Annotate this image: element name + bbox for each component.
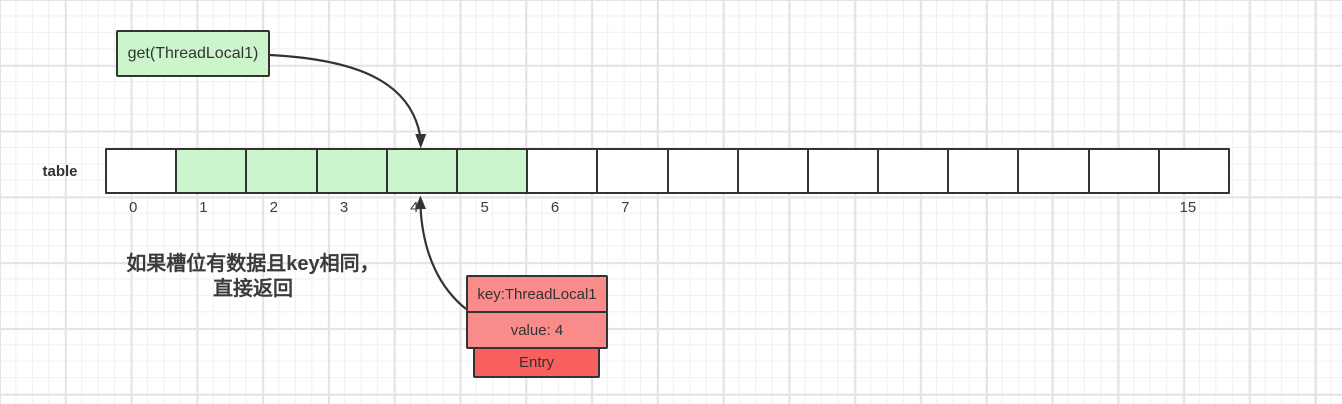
entry-key-label: key:ThreadLocal1: [477, 285, 597, 303]
table-cell-index-13: [1012, 199, 1082, 219]
get-call-label: get(ThreadLocal1): [127, 44, 259, 62]
table-cell-4: [387, 150, 458, 192]
table-label: table: [42, 163, 78, 180]
table-cell-0: [107, 150, 178, 192]
table-cell-index-1: 1: [199, 199, 208, 216]
annotation-note: 如果槽位有数据且key相同， 直接返回: [108, 252, 398, 302]
arrow-get-to-slot4-icon: [269, 53, 427, 149]
get-call-box: get(ThreadLocal1): [116, 30, 270, 77]
entry-title-box: Entry: [473, 347, 600, 378]
table-cell-10: [808, 150, 880, 192]
table-row: [105, 148, 1230, 194]
table-cell-2: [247, 150, 318, 192]
table-cell-13: [1019, 150, 1090, 192]
table-cell-1: [177, 150, 248, 192]
entry-title-label: Entry: [518, 354, 554, 371]
table-cell-index-4: 4: [410, 199, 419, 216]
table-cell-index-3: 3: [339, 199, 349, 216]
table-cell-index-9: [731, 199, 801, 219]
table-cell-5: [457, 150, 529, 192]
table-cell-index-8: [661, 199, 731, 219]
table-index-row: 0 1 2 3 4 5 6 7 15: [98, 199, 1223, 219]
table-cell-index-5: 5: [480, 199, 489, 216]
entry-key-box: key:ThreadLocal1: [466, 275, 608, 313]
table-cell-11: [879, 150, 950, 192]
table-cell-index-10: [801, 199, 871, 219]
table-cell-index-0: 0: [128, 199, 138, 216]
table-cell-7: [598, 150, 669, 192]
table-cell-3: [317, 150, 388, 192]
entry-value-label: value: 4: [510, 321, 564, 339]
entry-value-box: value: 4: [466, 311, 608, 349]
table-cell-12: [949, 150, 1020, 192]
table-cell-9: [738, 150, 809, 192]
table-cell-index-14: [1082, 199, 1152, 219]
table-cell-index-11: [871, 199, 941, 219]
table-cell-8: [668, 150, 739, 192]
table-cell-index-7: 7: [621, 199, 630, 216]
table-cell-index-15: 15: [1179, 199, 1197, 216]
table-cell-index-12: [942, 199, 1012, 219]
annotation-note-line1: 如果槽位有数据且key相同，: [126, 253, 380, 275]
table-cell-index-2: 2: [269, 199, 278, 216]
annotation-note-line2: 直接返回: [213, 278, 293, 300]
table-cell-14: [1089, 150, 1160, 192]
table-cell-index-6: 6: [550, 199, 560, 216]
table-cell-15: [1159, 150, 1228, 192]
table-cell-6: [528, 150, 599, 192]
